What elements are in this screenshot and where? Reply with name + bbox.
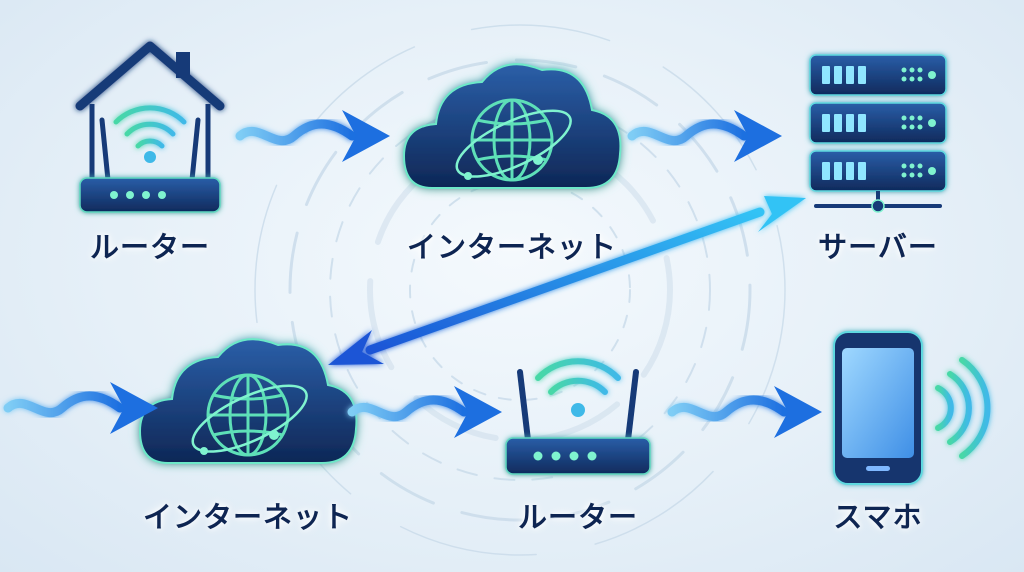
cloud-globe-icon-bottom: [138, 338, 358, 464]
smartphone-icon: [833, 331, 991, 485]
wavy-arrow-source-to-internet: [3, 382, 158, 434]
wavy-arrow-internet-to-server: [627, 110, 782, 162]
home-router-icon: [75, 41, 225, 213]
label-router-bottom: ルーター: [517, 500, 639, 534]
label-server: サーバー: [818, 230, 938, 264]
wavy-arrow-router-to-smartphone: [667, 386, 822, 438]
label-internet-bottom: インターネット: [142, 500, 354, 534]
cloud-globe-icon: [402, 63, 622, 189]
wavy-arrow-router-to-internet: [235, 110, 390, 162]
label-internet-top: インターネット: [406, 230, 618, 264]
label-router-top: ルーター: [89, 230, 211, 264]
wifi-router-icon: [505, 358, 651, 475]
double-arrow-server-to-internet: [328, 196, 806, 365]
wavy-arrow-internet-to-router: [347, 386, 502, 438]
server-rack-icon: [809, 54, 947, 213]
label-smartphone: スマホ: [833, 500, 923, 534]
